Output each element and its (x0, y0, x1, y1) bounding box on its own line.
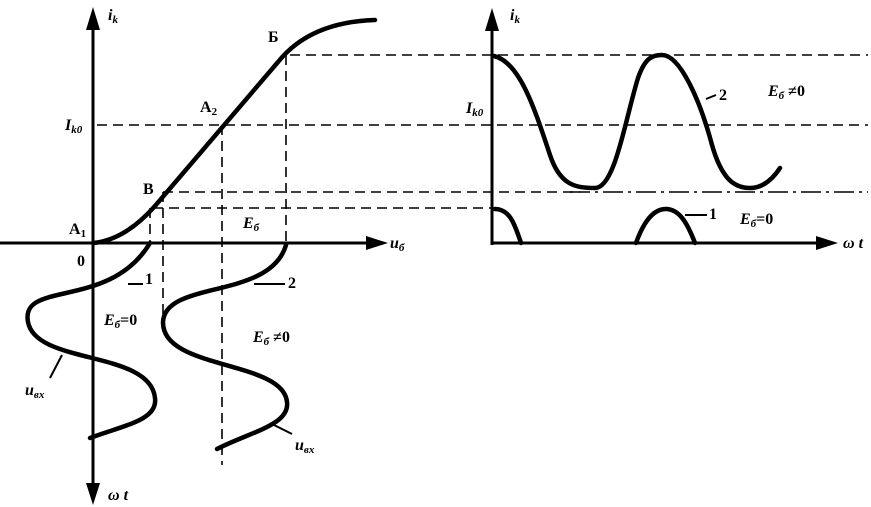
left-bias-label: Eб (242, 215, 260, 234)
input-signal-2 (160, 242, 290, 452)
left-x-axis-arrow-icon (366, 236, 388, 250)
right-zero-bias-label: Eб=0 (739, 211, 773, 230)
output-signal-2 (491, 52, 783, 191)
leader-right-curve-2 (705, 94, 717, 100)
input-1-label: uвх (25, 382, 45, 401)
right-t-axis-label: ω t (843, 235, 864, 252)
output-signal-1-start (492, 206, 524, 246)
right-nonzero-bias-label: Eб ≠0 (767, 83, 805, 102)
leader-input-2 (269, 422, 293, 435)
right-y-axis-label: ik (510, 7, 520, 26)
left-ik0-label: Ik0 (64, 117, 83, 136)
right-curve-1-number: 1 (709, 206, 717, 223)
input-signal-1 (25, 240, 158, 441)
left-zero-bias-label: Eб=0 (103, 312, 137, 331)
right-ik0-label: Ik0 (465, 100, 484, 119)
right-t-axis-arrow-icon (816, 236, 838, 250)
input-2-label: uвх (295, 437, 315, 456)
right-curve-2-number: 2 (719, 87, 727, 104)
point-v-label: В (143, 181, 154, 198)
transfer-characteristic-curve (90, 17, 378, 246)
point-b-label: Б (268, 29, 279, 46)
output-signal-1-pulse (633, 206, 698, 246)
left-y-axis-label: ik (108, 7, 118, 26)
left-x-axis-label: uб (390, 235, 405, 254)
left-panel: ik uб ω t 0 Ik0 A1 A2 Б В Eб 1 2 Eб=0 Eб… (0, 7, 868, 505)
right-y-axis-arrow-icon (485, 8, 499, 31)
origin-label: 0 (77, 253, 85, 270)
point-a1-label: A1 (69, 221, 86, 240)
leader-input-1 (49, 354, 63, 379)
right-panel: ik ω t Ik0 2 1 Eб ≠0 Eб=0 (465, 7, 868, 252)
left-nonzero-bias-label: Eб ≠0 (252, 329, 290, 348)
left-curve-1-number: 1 (145, 271, 153, 288)
left-t-axis-arrow-icon (86, 483, 100, 505)
left-curve-2-number: 2 (288, 275, 296, 292)
point-a2-label: A2 (200, 99, 218, 118)
left-t-axis-label: ω t (108, 487, 129, 504)
left-y-axis-arrow-icon (86, 7, 100, 30)
